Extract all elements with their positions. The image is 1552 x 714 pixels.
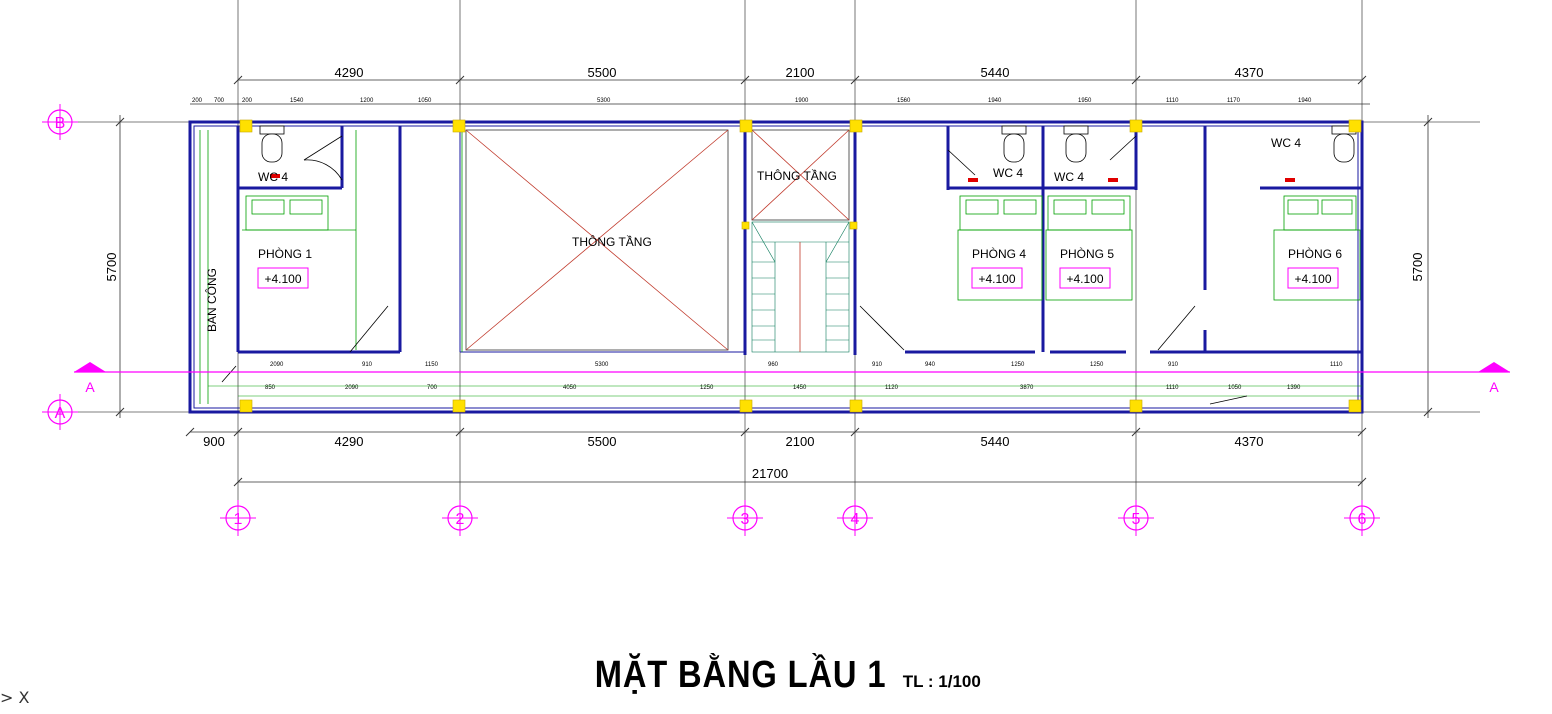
grid-bubble-ticks — [42, 104, 1380, 536]
sub-dimensions: 200 700 200 1540 1200 1050 5300 1900 1560 1940… — [192, 98, 1343, 391]
wc-label-3: WC 4 — [1054, 170, 1084, 184]
room-level-6: +4.100 — [1294, 272, 1331, 286]
wc-label-2: WC 4 — [993, 166, 1023, 180]
svg-text:1250: 1250 — [700, 385, 714, 391]
drawing-scale: TL : 1/100 — [902, 672, 981, 691]
walls — [188, 120, 1364, 414]
svg-text:1110: 1110 — [1166, 98, 1179, 104]
dim-bottom-3: 2100 — [786, 434, 815, 449]
grid-bubbles — [47, 109, 1375, 531]
dim-top-5: 4370 — [1235, 65, 1264, 80]
svg-text:1940: 1940 — [988, 98, 1002, 104]
svg-text:1110: 1110 — [1166, 385, 1179, 391]
svg-text:1450: 1450 — [793, 385, 807, 391]
toilets — [259, 125, 1357, 163]
grid-col-3: 3 — [741, 511, 750, 528]
section-mark-right: A — [1489, 379, 1499, 395]
svg-text:5300: 5300 — [595, 362, 609, 368]
drawing-title: MẶT BẰNG LẦU 1 TL : 1/100 — [0, 654, 1552, 697]
svg-text:1200: 1200 — [360, 98, 374, 104]
level-boxes — [257, 267, 1339, 289]
svg-text:200: 200 — [192, 98, 203, 104]
grid-col-1: 1 — [234, 511, 243, 528]
svg-text:4050: 4050 — [563, 385, 577, 391]
svg-text:1250: 1250 — [1011, 362, 1025, 368]
svg-text:1900: 1900 — [795, 98, 809, 104]
svg-text:1540: 1540 — [290, 98, 304, 104]
svg-text:910: 910 — [872, 362, 883, 368]
void-label-2: THÔNG TẦNG — [757, 168, 837, 183]
ucs-arrow-icon: > — [0, 688, 14, 707]
dim-side-right: 5700 — [1410, 253, 1425, 282]
dim-bottom-5: 4370 — [1235, 434, 1264, 449]
room-name-6: PHÒNG 6 — [1288, 246, 1342, 261]
grid-col-4: 4 — [851, 511, 860, 528]
stairs — [751, 221, 850, 353]
floor-drain-marks — [270, 174, 1295, 182]
svg-text:1150: 1150 — [425, 362, 439, 368]
svg-text:850: 850 — [265, 385, 276, 391]
void-stair — [751, 129, 850, 221]
svg-text:700: 700 — [214, 98, 225, 104]
grid-col-6: 6 — [1358, 511, 1367, 528]
room-level-4: +4.100 — [978, 272, 1015, 286]
svg-text:1560: 1560 — [897, 98, 911, 104]
grid-col-2: 2 — [456, 511, 465, 528]
svg-text:2090: 2090 — [345, 385, 359, 391]
room-name-5: PHÒNG 5 — [1060, 246, 1114, 261]
dim-bottom-2: 5500 — [588, 434, 617, 449]
svg-text:1050: 1050 — [418, 98, 432, 104]
grid-col-5: 5 — [1132, 511, 1141, 528]
inner-wall-lines — [193, 125, 1359, 409]
furniture — [199, 130, 1362, 404]
svg-text:1390: 1390 — [1287, 385, 1301, 391]
doors — [221, 135, 1248, 405]
svg-text:2090: 2090 — [270, 362, 284, 368]
svg-text:1250: 1250 — [1090, 362, 1104, 368]
grid-row-b: B — [55, 115, 66, 132]
dim-top-4: 5440 — [981, 65, 1010, 80]
svg-text:1050: 1050 — [1228, 385, 1242, 391]
ucs-axis-label: > X — [0, 688, 29, 707]
grid-row-a: A — [55, 405, 66, 422]
void-label-1: THÔNG TẦNG — [572, 234, 652, 249]
dim-top-3: 2100 — [786, 65, 815, 80]
svg-text:3870: 3870 — [1020, 385, 1034, 391]
ucs-x-label: X — [18, 688, 30, 707]
room-level-1: +4.100 — [264, 272, 301, 286]
dim-bottom-0: 900 — [203, 434, 225, 449]
dim-top-1: 4290 — [335, 65, 364, 80]
svg-text:1110: 1110 — [1330, 362, 1343, 368]
svg-text:700: 700 — [427, 385, 438, 391]
room-name-4: PHÒNG 4 — [972, 246, 1026, 261]
svg-text:5300: 5300 — [597, 98, 611, 104]
wc-label-1: WC 4 — [258, 170, 288, 184]
svg-text:910: 910 — [1168, 362, 1179, 368]
void-left — [465, 129, 729, 351]
columns — [239, 119, 1362, 413]
room-name-1: PHÒNG 1 — [258, 246, 312, 261]
room-level-5: +4.100 — [1066, 272, 1103, 286]
svg-text:1120: 1120 — [885, 385, 899, 391]
svg-text:960: 960 — [768, 362, 779, 368]
top-dimension-line — [119, 79, 1429, 483]
svg-text:1170: 1170 — [1227, 98, 1241, 104]
wc-label-4: WC 4 — [1271, 136, 1301, 150]
dim-total: 21700 — [752, 466, 788, 481]
svg-text:1940: 1940 — [1298, 98, 1312, 104]
svg-text:940: 940 — [925, 362, 936, 368]
svg-text:200: 200 — [242, 98, 253, 104]
dim-bottom-4: 5440 — [981, 434, 1010, 449]
section-line — [74, 362, 1510, 373]
svg-text:1950: 1950 — [1078, 98, 1092, 104]
section-mark-left: A — [85, 379, 95, 395]
dim-bottom-1: 4290 — [335, 434, 364, 449]
dim-ticks — [115, 75, 1433, 487]
balcony-label: BAN CÔNG — [204, 268, 219, 332]
svg-text:910: 910 — [362, 362, 373, 368]
dim-side-left: 5700 — [104, 253, 119, 282]
dim-top-2: 5500 — [588, 65, 617, 80]
drawing-title-main: MẶT BẰNG LẦU 1 — [594, 654, 887, 696]
